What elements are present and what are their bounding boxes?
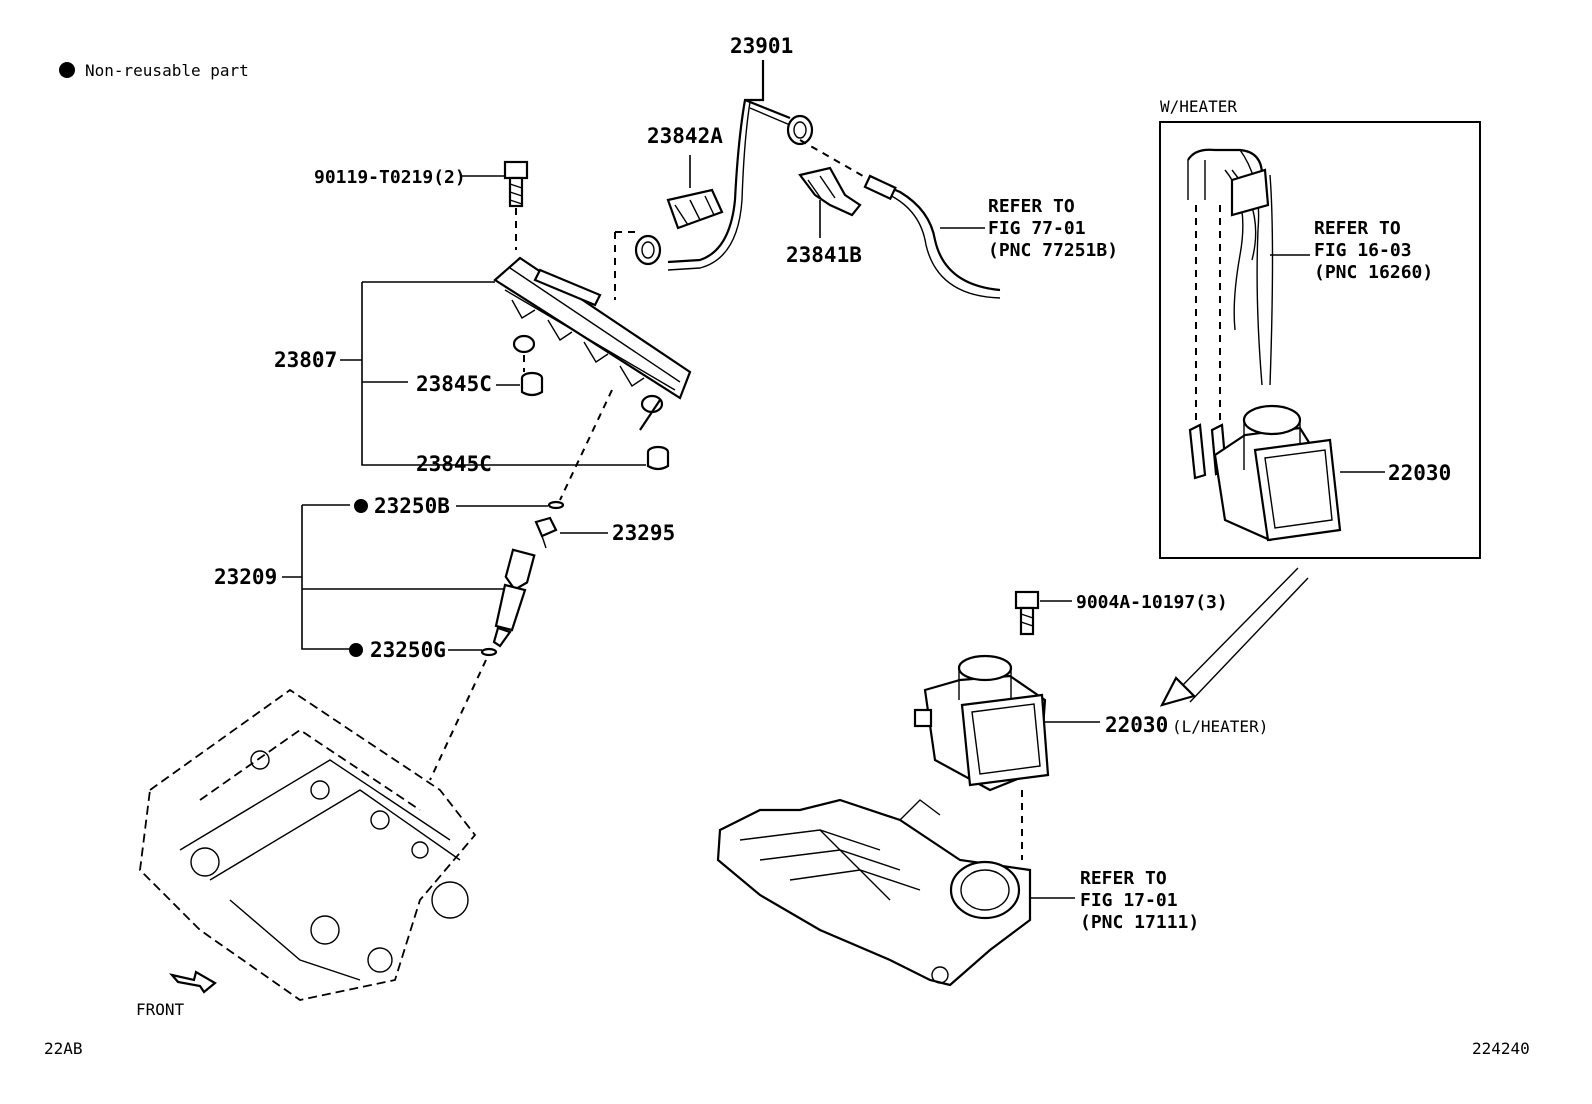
- oring-23250B[interactable]: [547, 500, 565, 510]
- non-reusable-23250G-icon: [349, 643, 363, 657]
- intake-manifold: [716, 798, 1032, 987]
- ref-fig17-line2: FIG 17-01: [1080, 890, 1178, 911]
- injector-23209[interactable]: [492, 548, 536, 648]
- label-22030-heater: 22030: [1388, 461, 1451, 485]
- throttle-body-22030-heater[interactable]: [1188, 404, 1342, 542]
- label-23250B: 23250B: [374, 494, 450, 518]
- front-arrow-icon: [168, 970, 217, 994]
- insulator-23845C-upper[interactable]: [520, 371, 544, 397]
- label-90119: 90119-T0219(2): [314, 167, 466, 188]
- cylinder-head-ghost: [139, 688, 477, 1001]
- clamp-23842A[interactable]: [666, 188, 724, 230]
- ref-fig16-line3: (PNC 16260): [1314, 262, 1433, 283]
- label-22030-lheater: 22030: [1105, 713, 1168, 737]
- fuel-line-connector[interactable]: [863, 174, 1001, 299]
- throttle-body-22030-lheater[interactable]: [913, 654, 1050, 792]
- bolt-9004A[interactable]: [1014, 590, 1040, 636]
- ref-fig16-line2: FIG 16-03: [1314, 240, 1412, 261]
- label-23842A: 23842A: [647, 124, 723, 148]
- label-23841B: 23841B: [786, 243, 862, 267]
- label-23250G: 23250G: [370, 638, 446, 662]
- fuel-hose-23901[interactable]: [634, 60, 814, 271]
- oring-23250G[interactable]: [480, 647, 498, 657]
- label-23845C-upper: 23845C: [416, 372, 492, 396]
- ref-fig77-line3: (PNC 77251B): [988, 240, 1118, 261]
- non-reusable-bullet-icon: [59, 62, 75, 78]
- clamp-23841B[interactable]: [798, 166, 862, 217]
- label-9004A: 9004A-10197(3): [1076, 592, 1228, 613]
- heater-box: [1159, 121, 1481, 559]
- ref-fig77-line2: FIG 77-01: [988, 218, 1086, 239]
- direction-arrow-icon: [1159, 567, 1309, 707]
- label-22030-lheater-suffix: (L/HEATER): [1172, 717, 1268, 736]
- heater-hoses[interactable]: [1187, 148, 1274, 386]
- front-label: FRONT: [136, 1000, 185, 1019]
- ref-fig16-line1: REFER TO: [1314, 218, 1401, 239]
- label-23845C-lower: 23845C: [416, 452, 492, 476]
- label-23901: 23901: [730, 34, 793, 58]
- fuel-rail-23807[interactable]: [493, 256, 692, 431]
- label-23295: 23295: [612, 521, 675, 545]
- label-23209: 23209: [214, 565, 277, 589]
- ref-fig17-line3: (PNC 17111): [1080, 912, 1199, 933]
- legend-text: Non-reusable part: [85, 61, 249, 80]
- footer-left-code: 22AB: [44, 1039, 83, 1058]
- ref-fig77-line1: REFER TO: [988, 196, 1075, 217]
- heater-box-title: W/HEATER: [1160, 97, 1237, 116]
- label-23807: 23807: [274, 348, 337, 372]
- insulator-23845C-lower[interactable]: [646, 445, 670, 471]
- bolt-90119[interactable]: [503, 160, 529, 208]
- non-reusable-23250B-icon: [354, 499, 368, 513]
- footer-right-code: 224240: [1472, 1039, 1530, 1058]
- ref-fig17-line1: REFER TO: [1080, 868, 1167, 889]
- clip-23295[interactable]: [534, 516, 558, 549]
